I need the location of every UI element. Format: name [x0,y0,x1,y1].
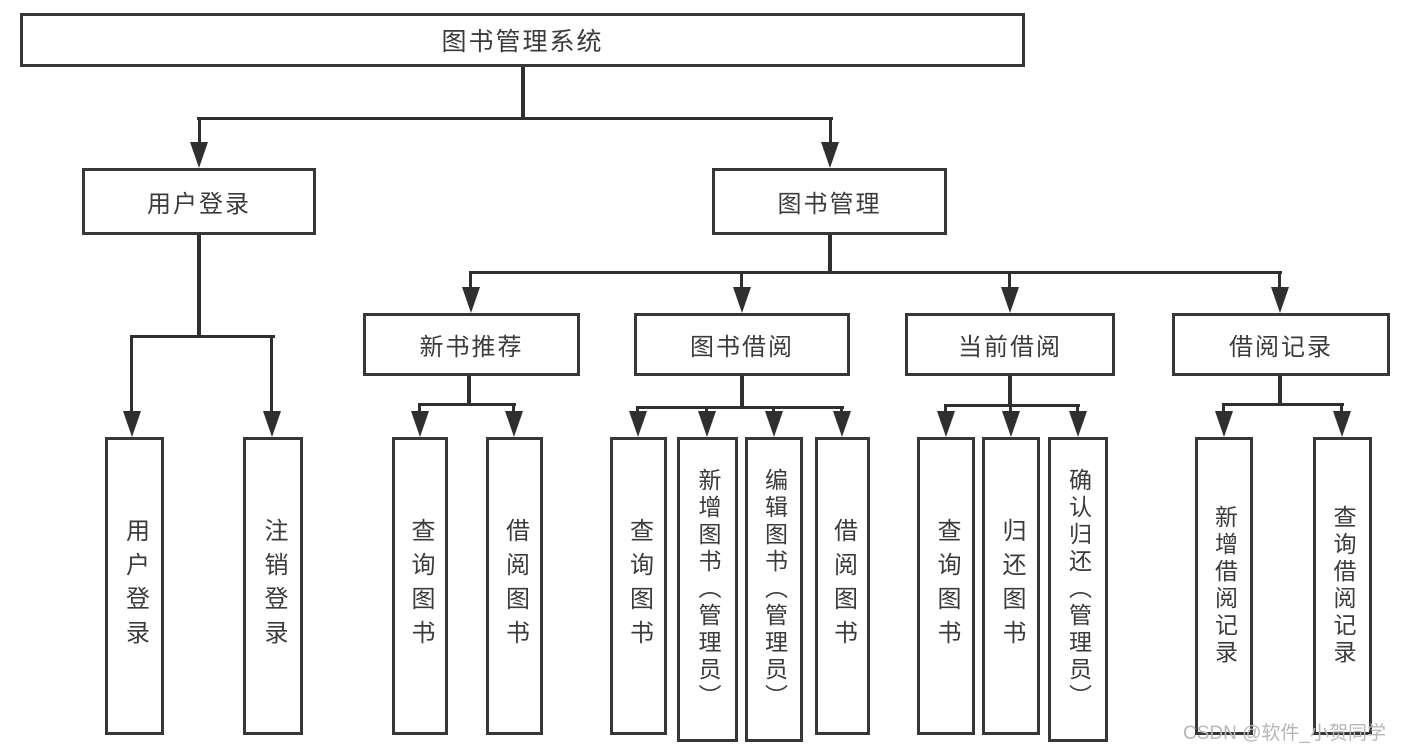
connector-current-splitter [944,404,1080,407]
leaf-logout-label: 注销登录 [260,518,287,654]
node-current-borrow-label: 当前借阅 [958,334,1062,361]
leaf-borrow-book-label: 借阅图书 [829,518,857,654]
leaf-current-query: 查询图书 [917,437,975,735]
leaf-borrow-add-admin-label: 新增图书（管理员） [695,468,721,711]
node-book-borrow: 图书借阅 [634,313,850,376]
node-root: 图书管理系统 [20,13,1025,67]
connector-arrow-shaft [1222,403,1225,415]
connector-userlogin-stem [197,234,201,337]
connector-root-stem [521,67,525,119]
connector-arrow-shaft [418,403,421,415]
leaf-borrow-book: 借阅图书 [815,437,870,735]
node-borrow-records-label: 借阅记录 [1229,334,1333,361]
connector-borrow-splitter [636,406,844,409]
connector-arrow-shaft [840,406,843,415]
arrowhead-icon [263,411,281,437]
connector-arrow-shaft [740,271,743,293]
leaf-newbooks-borrow: 借阅图书 [486,437,543,735]
connector-arrow-shaft [270,335,273,415]
leaf-borrow-edit-admin-label: 编辑图书（管理员） [761,468,788,711]
node-current-borrow: 当前借阅 [905,313,1115,376]
arrowhead-icon [1002,411,1020,437]
node-borrow-records: 借阅记录 [1172,313,1390,376]
arrowhead-icon [1271,287,1289,313]
arrowhead-icon [765,411,783,437]
leaf-current-confirm-admin-label: 确认归还（管理员） [1065,468,1092,711]
connector-arrow-shaft [130,335,133,415]
connector-bookmgmt-stem [828,234,832,273]
arrowhead-icon [462,287,480,313]
csdn-watermark: CSDN @软件_小贺同学 [1183,723,1386,744]
connector-borrow-stem [740,375,744,408]
arrowhead-icon [833,411,851,437]
connector-arrow-shaft [512,403,515,415]
connector-current-stem [1008,375,1012,406]
arrowhead-icon [1001,287,1019,313]
arrowhead-icon [411,411,429,437]
node-user-login-label: 用户登录 [147,191,251,218]
node-root-label: 图书管理系统 [441,28,604,56]
connector-records-splitter [1222,403,1344,406]
arrowhead-icon [629,411,647,437]
node-new-book-recommend: 新书推荐 [363,313,580,376]
connector-arrow-shaft [829,117,832,145]
connector-arrow-shaft [1009,404,1012,415]
connector-arrow-shaft [1278,271,1281,293]
leaf-newbooks-query-label: 查询图书 [407,518,434,654]
leaf-borrow-edit-admin: 编辑图书（管理员） [745,437,803,742]
node-book-management: 图书管理 [712,168,947,235]
connector-userlogin-splitter [130,335,275,338]
leaf-records-query: 查询借阅记录 [1313,437,1372,735]
leaf-borrow-query-label: 查询图书 [625,518,653,654]
connector-newbooks-stem [467,375,471,405]
leaf-user-login: 用户登录 [105,437,164,735]
connector-level2-hline [197,117,833,120]
node-new-book-recommend-label: 新书推荐 [419,334,524,361]
connector-arrow-shaft [636,406,639,415]
connector-arrow-shaft [944,404,947,415]
leaf-newbooks-borrow-label: 借阅图书 [501,518,529,654]
arrowhead-icon [505,411,523,437]
connector-records-stem [1278,375,1282,405]
node-book-management-label: 图书管理 [777,191,882,218]
connector-arrow-shaft [1008,271,1011,293]
arrowhead-icon [1069,411,1087,437]
arrowhead-icon [733,287,751,313]
leaf-logout: 注销登录 [243,437,303,735]
leaf-user-login-label: 用户登录 [121,518,149,654]
connector-arrow-shaft [198,117,201,145]
arrowhead-icon [698,411,716,437]
connector-arrow-shaft [1340,403,1343,415]
leaf-current-query-label: 查询图书 [933,518,960,654]
leaf-records-add-label: 新增借阅记录 [1211,505,1238,667]
leaf-current-return: 归还图书 [982,437,1040,735]
leaf-borrow-add-admin: 新增图书（管理员） [677,437,738,742]
arrowhead-icon [1215,411,1233,437]
leaf-current-confirm-admin: 确认归还（管理员） [1048,437,1108,742]
connector-arrow-shaft [1076,404,1079,415]
connector-newbooks-splitter [418,403,516,406]
leaf-current-return-label: 归还图书 [998,518,1025,654]
arrowhead-icon [190,142,208,168]
node-book-borrow-label: 图书借阅 [690,334,794,361]
arrowhead-icon [937,411,955,437]
leaf-newbooks-query: 查询图书 [392,437,448,735]
connector-level3-hline [469,271,1282,274]
leaf-records-add: 新增借阅记录 [1195,437,1253,735]
connector-arrow-shaft [772,406,775,415]
leaf-borrow-query: 查询图书 [610,437,667,735]
arrowhead-icon [1333,411,1351,437]
connector-arrow-shaft [705,406,708,415]
arrowhead-icon [123,411,141,437]
arrowhead-icon [821,142,839,168]
connector-arrow-shaft [469,271,472,293]
node-user-login: 用户登录 [82,168,316,235]
leaf-records-query-label: 查询借阅记录 [1330,505,1356,667]
